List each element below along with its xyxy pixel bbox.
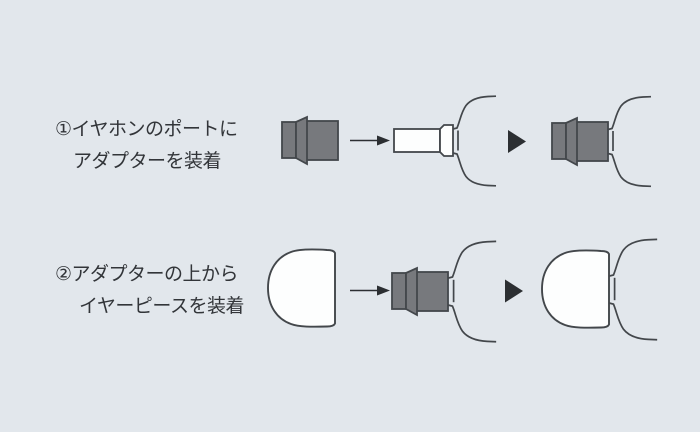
step1-diagram: [281, 95, 652, 188]
triangle-right-icon: [508, 130, 526, 153]
step2-instruction-line2: イヤーピースを装着: [79, 296, 244, 317]
step2-instruction-line1: ②アダプターの上から: [55, 264, 239, 285]
step2-diagram: [267, 238, 659, 343]
triangle-right-icon: [505, 279, 523, 303]
earphone-body-illustration: [447, 240, 498, 343]
earphone-port-illustration: [393, 95, 497, 187]
attached-adapter: [391, 267, 449, 316]
arrow-right-icon: [349, 134, 391, 147]
eartip-illustration: [267, 248, 336, 328]
earphone-nozzle: [393, 128, 441, 153]
earphone-with-adapter-illustration: [391, 240, 498, 343]
attached-adapter: [551, 117, 609, 166]
step1-instruction-line1: ①イヤホンのポートに: [55, 119, 238, 140]
adapter-illustration: [281, 116, 339, 165]
earphone-with-adapter-illustration: [551, 95, 652, 188]
earphone-nozzle-lip: [439, 124, 454, 157]
arrow-right-icon: [349, 284, 391, 297]
earphone-body-illustration: [607, 95, 652, 188]
earphone-body-illustration: [608, 238, 659, 341]
step1-instruction-line2: アダプターを装着: [73, 151, 222, 172]
attached-eartip: [541, 249, 610, 329]
earphone-body-illustration: [452, 95, 497, 187]
earphone-with-eartip-illustration: [541, 238, 659, 341]
